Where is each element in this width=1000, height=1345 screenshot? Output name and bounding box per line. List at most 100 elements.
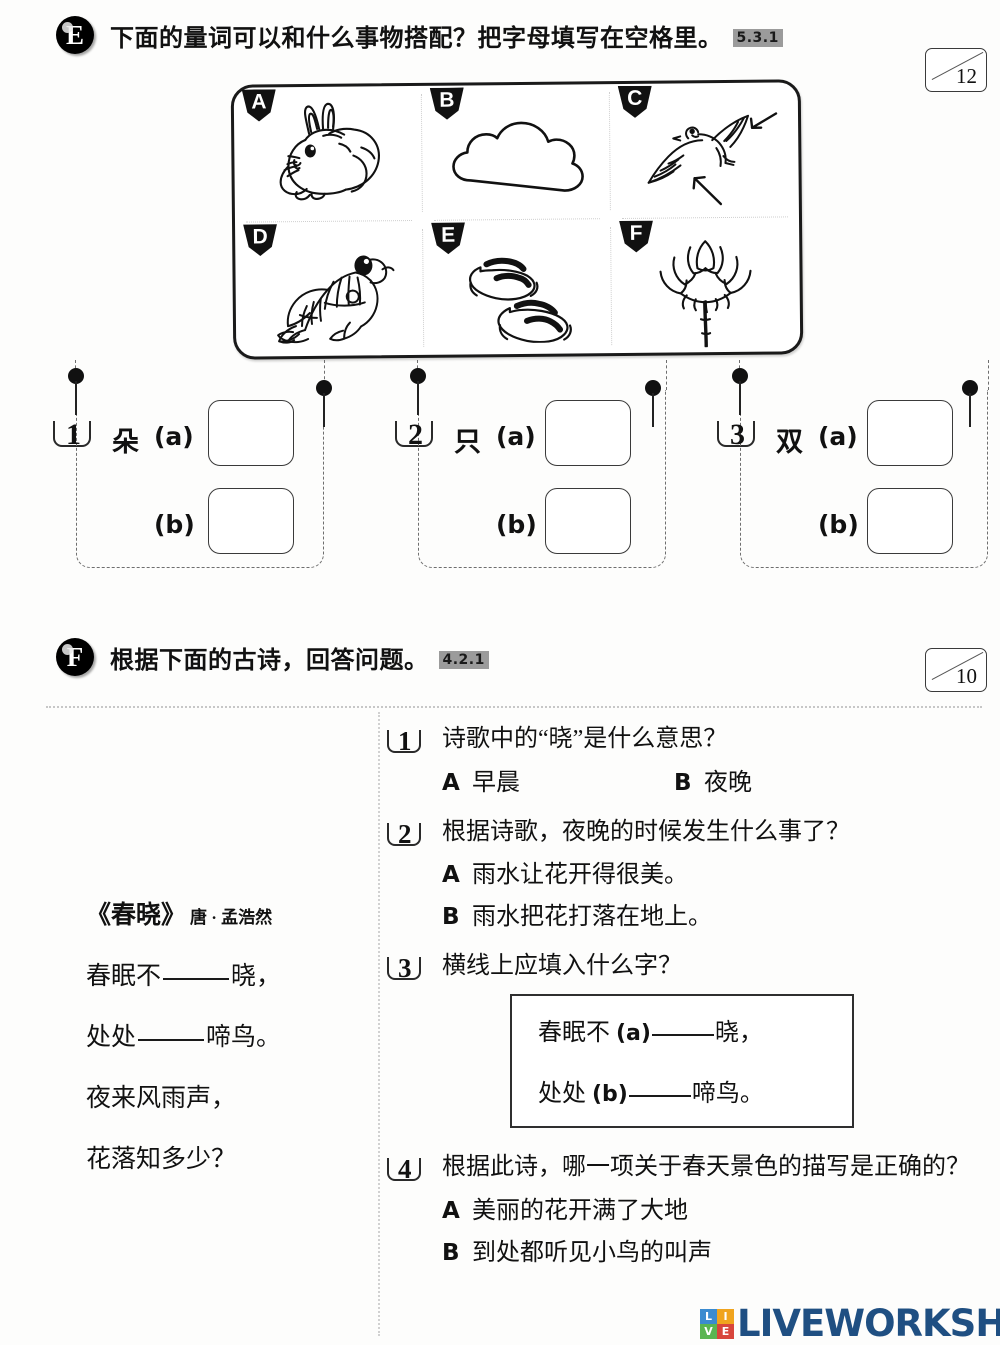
section-e-score-box[interactable]: 12: [925, 48, 987, 92]
poem-blank-2[interactable]: [138, 1039, 205, 1041]
fill-blank-a[interactable]: [651, 1034, 714, 1037]
picture-cell-f: F: [611, 217, 800, 353]
measure-word-3: 双: [776, 427, 803, 457]
section-e-code: 5.3.1: [732, 29, 783, 47]
poem-line-1-text: 春眠不: [86, 963, 162, 990]
poem-title: 《春晓》: [86, 902, 187, 929]
question-2-stem: 根据诗歌，夜晚的时候发生什么事了？: [442, 818, 850, 845]
question-2-number: 2: [387, 819, 421, 850]
question-3-number: 3: [387, 953, 421, 984]
match-group-1: 1 朵 (a) (b): [53, 360, 332, 568]
pin-right-icon: [962, 380, 978, 427]
fill-line-1: 春眠不 (a)晓，: [538, 1012, 852, 1047]
question-column: 1 诗歌中的“晓”是什么意思？ A 早晨 B 夜晚 2: [387, 724, 990, 1287]
fill-line-1-tail: 晓，: [714, 1020, 763, 1047]
poem-block: 《春晓》唐 · 孟浩然 春眠不 晓， 处处 啼鸟。 夜来风雨声， 花落知多少？: [86, 895, 376, 1175]
poem-line-2-text: 处处: [86, 1024, 137, 1051]
section-f-score-value: 10: [956, 664, 977, 688]
question-4-stem: 根据此诗，哪一项关于春天景色的描写是正确的？: [442, 1154, 970, 1181]
answer-box-2a[interactable]: [545, 400, 631, 466]
question-4-number: 4: [387, 1154, 421, 1185]
picture-cell-e: E: [423, 219, 613, 355]
question-1: 1 诗歌中的“晓”是什么意思？ A 早晨 B 夜晚: [387, 724, 990, 797]
answer-box-1a[interactable]: [208, 400, 294, 466]
label-3a: (a): [818, 422, 858, 451]
picture-cell-a: A: [234, 86, 423, 223]
option-letter: B: [674, 769, 692, 796]
pin-left-icon: [410, 368, 426, 415]
poem-line-1-tail: 晓，: [231, 963, 282, 990]
poem-title-line: 《春晓》唐 · 孟浩然: [86, 895, 376, 931]
question-3-stem: 横线上应填入什么字？: [442, 953, 682, 980]
question-1-number: 1: [387, 726, 421, 757]
item-number-3: 3: [717, 418, 755, 452]
option-letter: A: [442, 769, 460, 796]
fill-label-b: (b): [592, 1082, 628, 1108]
match-group-2: 2 只 (a) (b): [395, 360, 672, 568]
picture-cell-c: C: [610, 82, 799, 219]
question-4-option-a[interactable]: A 美丽的花开满了大地: [442, 1190, 990, 1225]
poem-line-2-tail: 啼鸟。: [206, 1024, 282, 1051]
section-f-code: 4.2.1: [438, 651, 489, 669]
question-4: 4 根据此诗，哪一项关于春天景色的描写是正确的？ A 美丽的花开满了大地 B 到…: [387, 1152, 990, 1267]
fill-label-a: (a): [616, 1021, 651, 1047]
question-2-option-b[interactable]: B 雨水把花打落在地上。: [442, 896, 990, 931]
question-1-option-a[interactable]: A 早晨: [442, 762, 674, 797]
option-text: 到处都听见小鸟的叫声: [472, 1239, 712, 1266]
section-e-badge: E: [56, 16, 94, 54]
logo-tile-v: V: [700, 1323, 717, 1339]
fill-line-2-tail: 啼鸟。: [691, 1081, 764, 1108]
pin-right-icon: [316, 380, 332, 427]
cloud-icon: [422, 84, 611, 220]
section-f-score-box[interactable]: 10: [925, 648, 987, 692]
label-2a: (a): [496, 422, 536, 451]
liveworksheets-watermark: L I V E LIVEWORKSHEETS: [700, 1302, 1000, 1345]
fill-line-2-text: 处处: [538, 1081, 586, 1108]
rabbit-icon: [234, 86, 423, 222]
fill-in-box: 春眠不 (a)晓， 处处 (b)啼鸟。: [510, 994, 854, 1129]
bird-icon: [610, 82, 799, 218]
question-1-option-b[interactable]: B 夜晚: [674, 762, 752, 797]
label-2b: (b): [496, 510, 537, 539]
poem-line-4: 花落知多少？: [86, 1146, 237, 1173]
logo-tile-i: I: [717, 1308, 734, 1324]
match-group-3: 3 双 (a) (b): [717, 360, 994, 568]
section-f-title: 根据下面的古诗，回答问题。: [110, 645, 429, 674]
measure-word-1: 朵: [112, 427, 139, 457]
answer-box-1b[interactable]: [208, 488, 294, 554]
item-number-1: 1: [53, 418, 91, 452]
picture-panel: A: [230, 79, 804, 360]
question-2: 2 根据诗歌，夜晚的时候发生什么事了？ A 雨水让花开得很美。 B 雨水把花打落…: [387, 817, 990, 932]
poem-line-2: 处处 啼鸟。: [86, 1017, 376, 1053]
answer-box-2b[interactable]: [545, 488, 631, 554]
fill-blank-b[interactable]: [628, 1095, 691, 1098]
answer-box-3b[interactable]: [867, 488, 953, 554]
item-number-2: 2: [395, 418, 433, 452]
logo-tile-e: E: [717, 1323, 734, 1339]
pin-left-icon: [68, 368, 84, 415]
label-1b: (b): [154, 510, 195, 539]
poem-blank-1[interactable]: [163, 978, 230, 980]
option-letter: B: [442, 904, 460, 931]
section-e-header: E 下面的量词可以和什么事物搭配？把字母填写在空格里。 5.3.1: [56, 16, 783, 54]
question-2-option-a[interactable]: A 雨水让花开得很美。: [442, 854, 990, 889]
section-e-score-value: 12: [956, 64, 977, 88]
pin-right-icon: [645, 380, 661, 427]
option-letter: A: [442, 1197, 460, 1224]
question-4-option-b[interactable]: B 到处都听见小鸟的叫声: [442, 1232, 990, 1267]
horizontal-dotted-divider: [46, 706, 982, 708]
measure-word-2: 只: [454, 427, 481, 457]
question-1-stem: 诗歌中的“晓”是什么意思？: [442, 726, 728, 752]
section-f-header: F 根据下面的古诗，回答问题。 4.2.1: [56, 638, 489, 676]
option-text: 早晨: [472, 769, 520, 796]
picture-cell-b: B: [422, 84, 611, 221]
fill-line-2: 处处 (b) 啼鸟。: [538, 1073, 852, 1108]
label-1a: (a): [154, 422, 194, 451]
poem-line-3: 夜来风雨声，: [86, 1085, 237, 1112]
poem-line-1: 春眠不 晓，: [86, 956, 376, 992]
answer-box-3a[interactable]: [867, 400, 953, 466]
vertical-dotted-divider: [378, 712, 380, 1336]
section-e-title: 下面的量词可以和什么事物搭配？把字母填写在空格里。: [110, 23, 723, 52]
liveworksheets-logo-icon: L I V E: [700, 1308, 734, 1339]
